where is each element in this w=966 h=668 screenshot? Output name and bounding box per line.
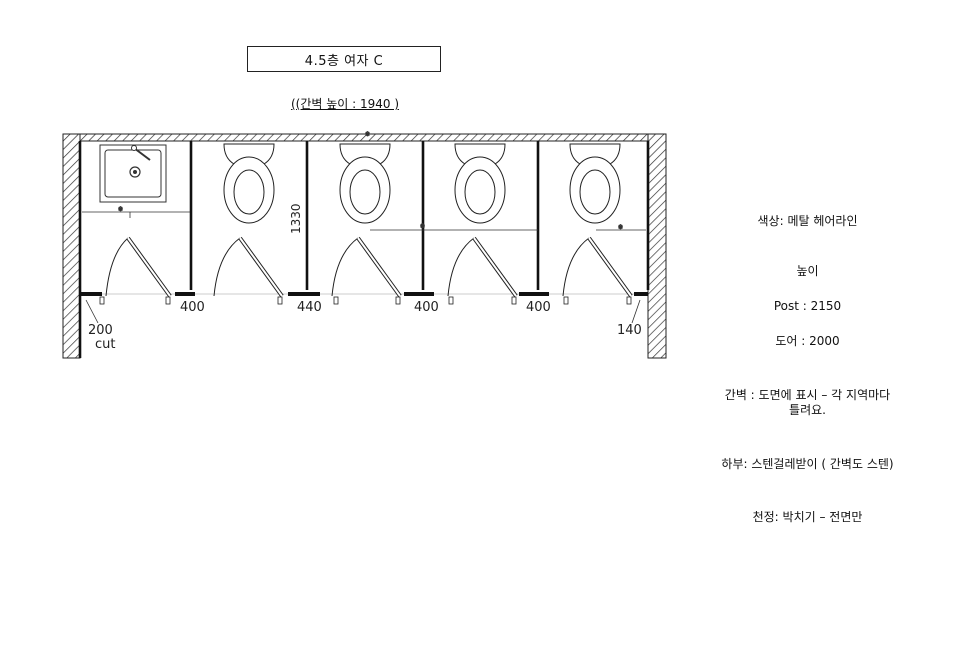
leader-140 [631,299,641,324]
height-dim-label: 1330 [289,203,303,234]
sink [99,144,167,203]
title-box: 4.5층 여자 C [247,46,441,72]
dim-cut-label: cut [95,337,115,352]
spec-color: 색상: 메탈 헤어라인 [757,214,858,228]
svg-text:※: ※ [618,224,623,231]
dim-140-label: 140 [617,323,642,338]
partition-height-note: ((간벽 높이 : 1940 ) [290,97,400,111]
spec-partition-line2: 틀려요. [789,403,826,417]
drawing-title: 4.5층 여자 C [304,53,384,69]
leader-200 [85,299,99,324]
partitions [78,141,650,358]
doors [105,236,633,298]
spec-height-heading: 높이 [796,264,819,278]
dim-440-label: 440 [297,300,322,315]
dim-400-a-label: 400 [180,300,205,315]
spec-ceiling: 천정: 박치기 – 전면만 [752,510,863,524]
dim-400-c-label: 400 [526,300,551,315]
svg-text:※: ※ [365,131,370,138]
spec-partition: 간벽 : 도면에 표시 – 각 지역마다 틀려요. [690,388,925,418]
spec-post: Post : 2150 [773,299,842,313]
spec-door: 도어 : 2000 [775,334,840,348]
front-posts [80,292,648,296]
spec-partition-line1: 간벽 : 도면에 표시 – 각 지역마다 [724,388,891,402]
dim-200-label: 200 [88,323,113,338]
right-wall [647,133,667,359]
spec-bottom: 하부: 스텐걸레받이 ( 간벽도 스텐) [721,457,894,471]
toilet-bowls [223,143,621,224]
left-wall [62,133,81,359]
dim-400-b-label: 400 [414,300,439,315]
svg-text:※: ※ [420,223,425,230]
svg-text:※: ※ [118,206,123,213]
hinge-marks [99,296,632,305]
